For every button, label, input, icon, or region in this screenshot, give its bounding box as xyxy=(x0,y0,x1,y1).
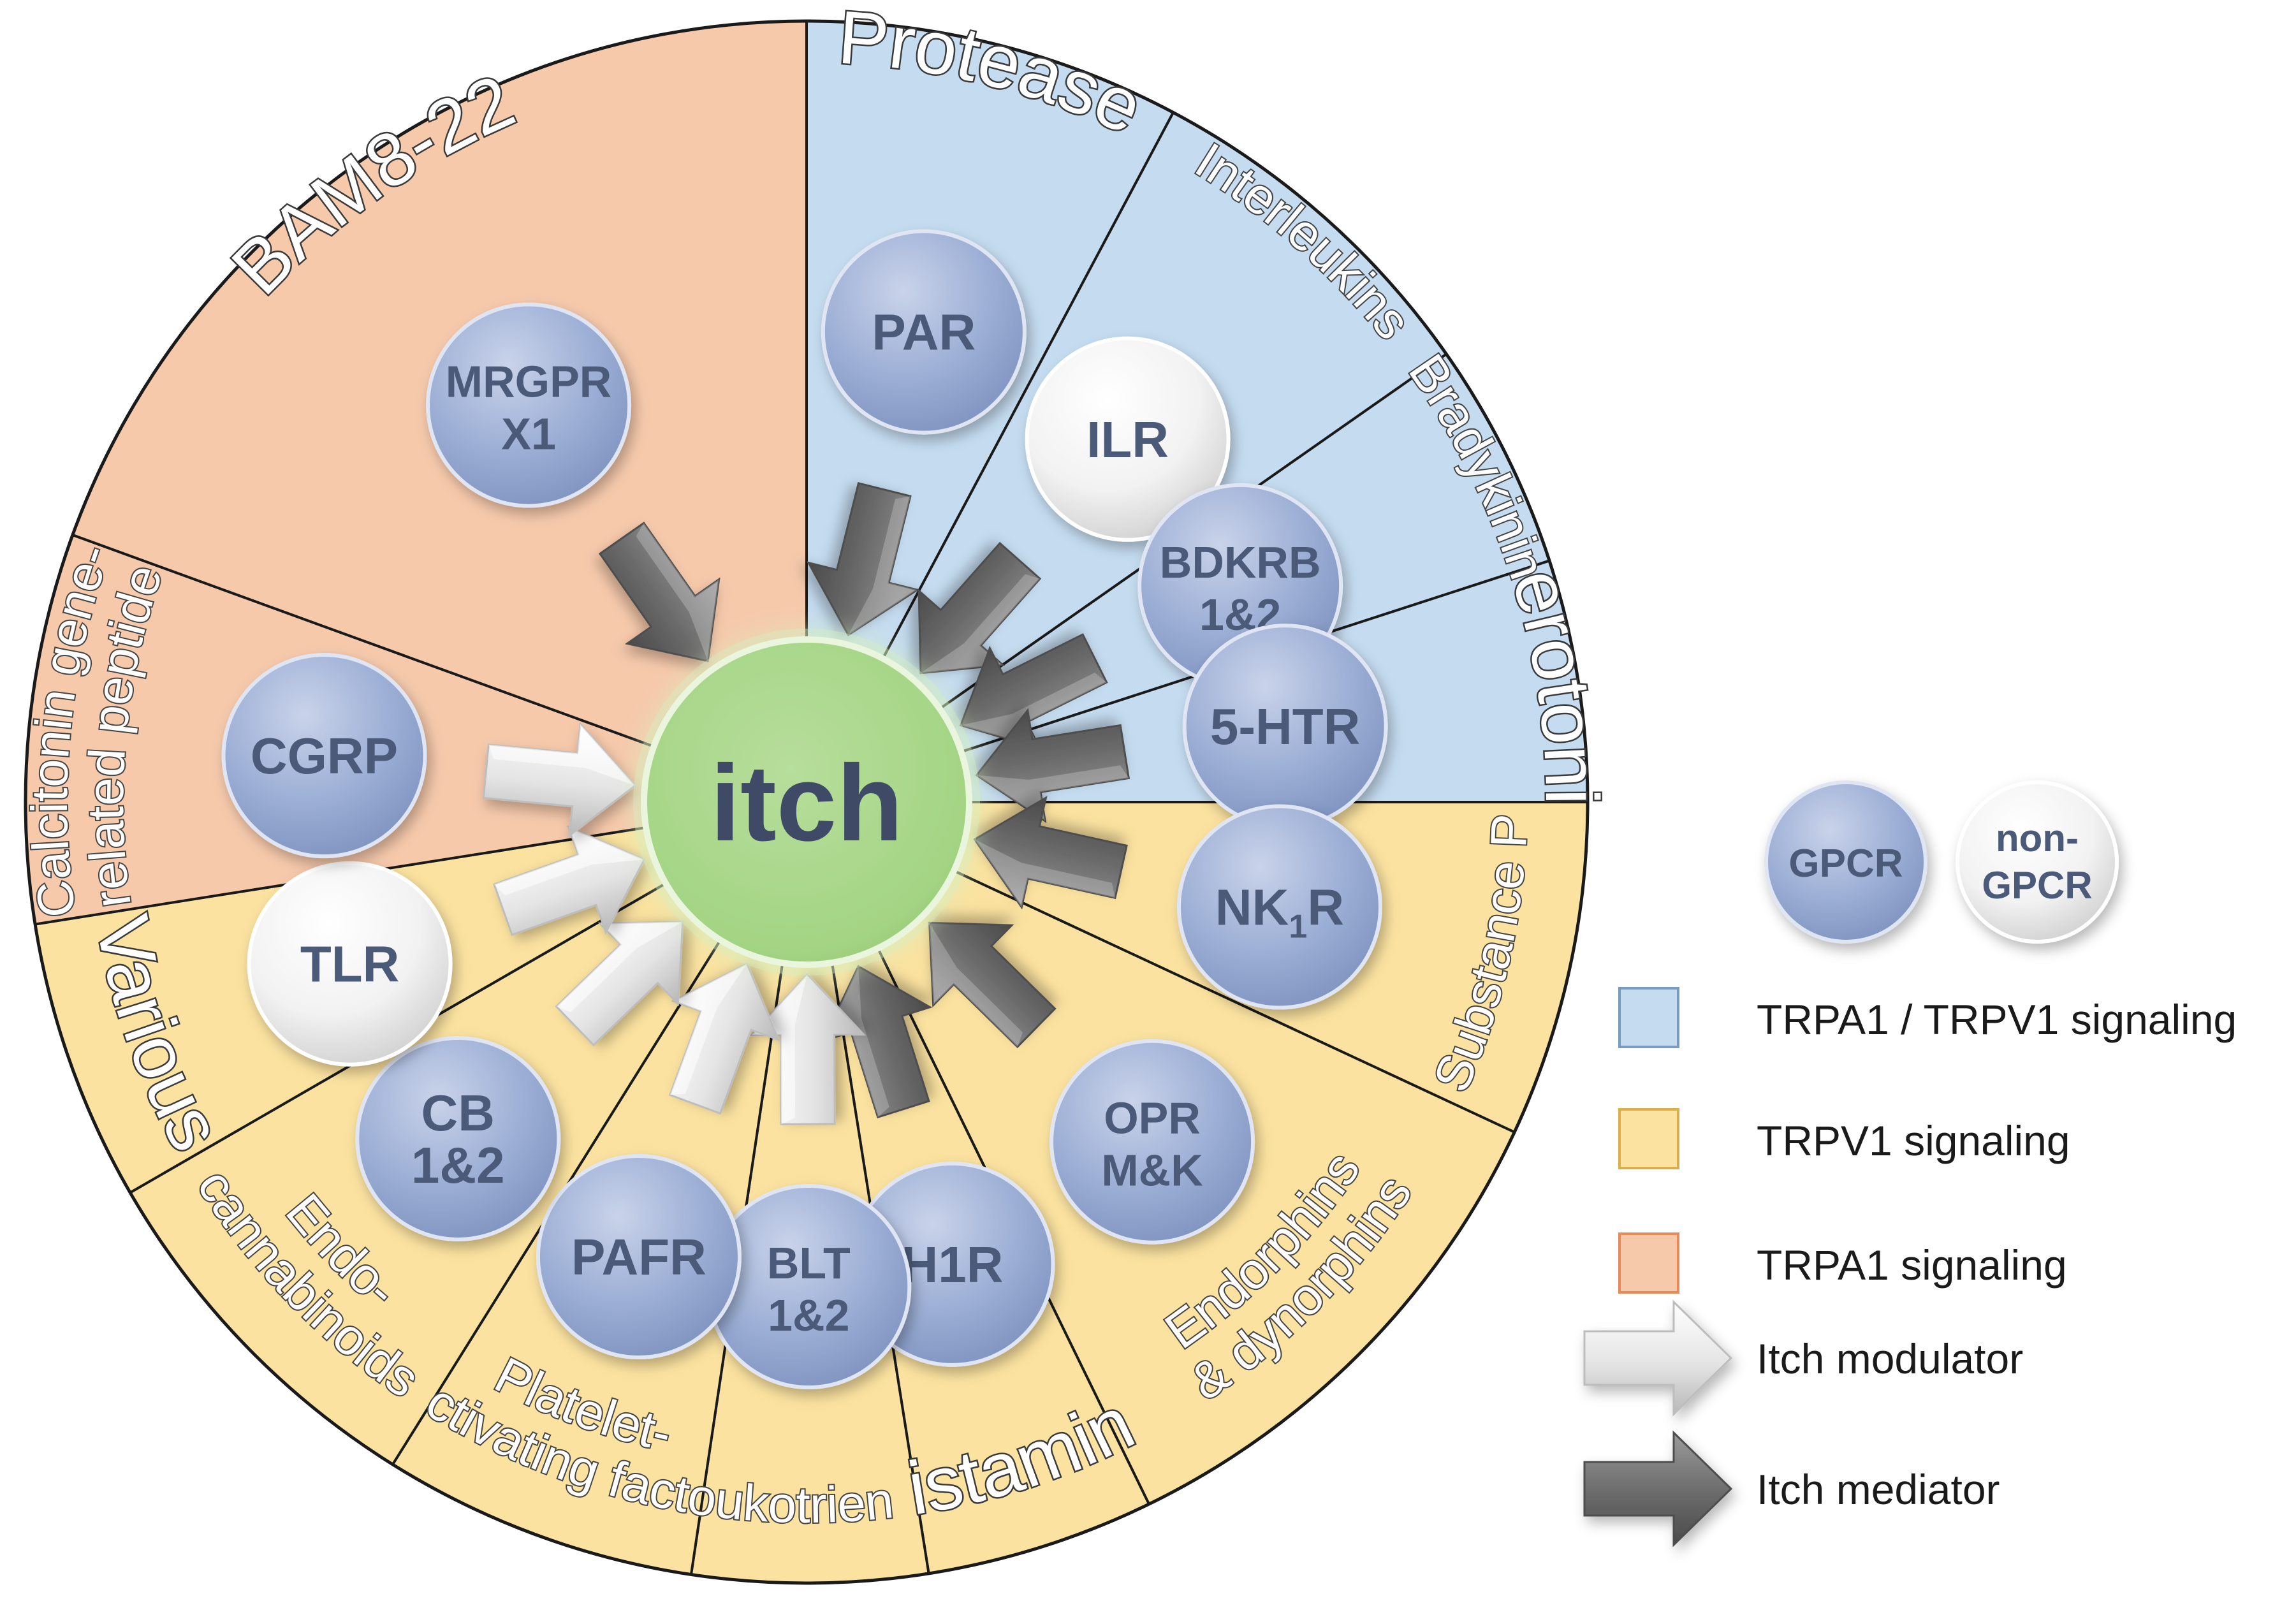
receptor-label: TLR xyxy=(300,936,400,993)
receptor-label: PAFR xyxy=(571,1229,706,1285)
receptor-label: H1R xyxy=(902,1236,1004,1293)
arrow-mediator-endorphins-dynorphins xyxy=(928,921,1057,1049)
receptor-circle xyxy=(221,653,427,859)
arrow-mediator-serotonin xyxy=(975,708,1130,823)
receptor-circle xyxy=(355,1035,561,1241)
arrow-mediator-interleukins xyxy=(918,541,1042,675)
arrow-mediator-substance-p xyxy=(973,796,1128,910)
itch-center-label: itch xyxy=(710,743,903,864)
receptor-circle xyxy=(1049,1039,1255,1245)
receptor-label: NK1R xyxy=(1215,879,1344,945)
legend-non-gpcr: non-GPCR xyxy=(1956,780,2119,944)
receptor-par: PAR xyxy=(821,229,1027,435)
receptor-circle xyxy=(426,302,632,508)
receptor-circle xyxy=(247,861,453,1067)
legend: GPCR non-GPCR TRPA1 / TRPV1 signalingTRPV1… xyxy=(1583,780,2237,1547)
legend-mediator-arrow: Itch mediator xyxy=(1583,1430,2000,1547)
receptor-label: ILR xyxy=(1086,411,1169,468)
receptor-nk1r: NK1R xyxy=(1176,804,1382,1010)
receptor-5-htr: 5-HTR xyxy=(1182,624,1388,830)
legend-trpv1: TRPV1 signaling xyxy=(1618,1108,2070,1169)
arrow-group xyxy=(482,482,1130,1125)
outer-ring xyxy=(24,19,1590,1585)
svg-text:TRPV1 signaling: TRPV1 signaling xyxy=(1757,1117,2070,1164)
arrow-mediator-bam8-22 xyxy=(598,522,720,662)
arrow-modulator-platelet-activating-factor xyxy=(668,962,780,1115)
receptor-circle xyxy=(1176,804,1382,1010)
arrow-modulator-calcitonin-gene-related-peptide xyxy=(482,721,637,838)
receptor-circle xyxy=(1025,336,1231,542)
receptor-circle xyxy=(821,229,1027,435)
arrow-modulator-endo-cannabinoids xyxy=(555,921,684,1047)
legend-gpcr: GPCR xyxy=(1764,780,1927,944)
svg-text:GPCR: GPCR xyxy=(1788,842,1903,886)
receptor-ilr: ILR xyxy=(1025,336,1231,542)
legend-trpa1-trpv1: TRPA1 / TRPV1 signaling xyxy=(1618,987,2237,1048)
receptor-cgrp: CGRP xyxy=(221,653,427,859)
receptor-label: PAR xyxy=(872,304,976,361)
svg-text:Itch modulator: Itch modulator xyxy=(1757,1335,2023,1382)
svg-text:non-GPCR: non-GPCR xyxy=(1982,817,2092,907)
legend-modulator-arrow: Itch modulator xyxy=(1583,1299,2023,1417)
arrow-modulator-various xyxy=(493,825,646,937)
itch-center: itch xyxy=(633,629,980,976)
arrow-mediator-protease xyxy=(806,482,920,637)
receptor-tlr: TLR xyxy=(247,861,453,1067)
receptor-pafr: PAFR xyxy=(536,1154,742,1360)
legend-trpa1: TRPA1 signaling xyxy=(1618,1232,2067,1294)
svg-text:TRPA1 signaling: TRPA1 signaling xyxy=(1757,1241,2067,1289)
receptor-label: CGRP xyxy=(251,727,398,784)
receptor-label: 5-HTR xyxy=(1210,698,1361,755)
svg-text:TRPA1 / TRPV1 signaling: TRPA1 / TRPV1 signaling xyxy=(1757,996,2237,1043)
receptor-circle xyxy=(536,1154,742,1360)
itch-center-circle xyxy=(641,636,972,968)
svg-text:Itch mediator: Itch mediator xyxy=(1757,1466,2000,1513)
